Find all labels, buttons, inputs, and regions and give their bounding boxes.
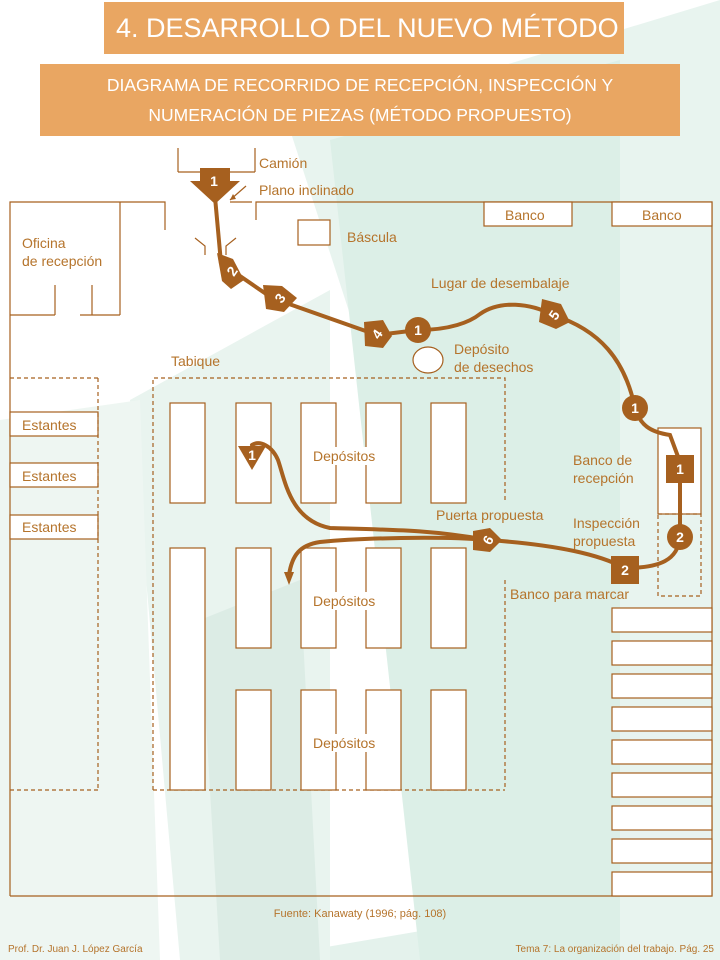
- process-symbols: [190, 168, 694, 584]
- label-deposito-line2: de desechos: [454, 359, 534, 375]
- operation-symbol-right: [622, 395, 648, 421]
- transport-symbol-2: [217, 253, 244, 289]
- label-deposito-line1: Depósito: [454, 341, 510, 357]
- page-title: 4. DESARROLLO DEL NUEVO MÉTODO: [104, 2, 624, 54]
- operation-symbol-1: [405, 317, 431, 343]
- path-end-arrowhead: [284, 572, 294, 585]
- label-lugar-desembalaje: Lugar de desembalaje: [431, 275, 570, 291]
- label-estantes-2: Estantes: [22, 468, 77, 484]
- deposito-desechos-shape: [412, 346, 444, 374]
- label-banco-1: Banco: [505, 207, 545, 223]
- symbol-number-circ2: 2: [676, 529, 684, 545]
- label-bascula: Báscula: [347, 229, 397, 245]
- symbol-number-op-right: 1: [631, 400, 639, 416]
- plano-arrowhead: [230, 194, 236, 200]
- source-citation: Fuente: Kanawaty (1996; pág. 108): [273, 908, 447, 920]
- label-banco-marcar: Banco para marcar: [510, 586, 630, 602]
- label-depositos-1: Depósitos: [311, 447, 378, 465]
- diagram-title: DIAGRAMA DE RECORRIDO DE RECEPCIÓN, INSP…: [40, 64, 680, 136]
- label-estantes-1: Estantes: [22, 417, 77, 433]
- label-depositos-3: Depósitos: [311, 734, 378, 752]
- footer-page: Tema 7: La organización del trabajo. Pág…: [515, 944, 714, 955]
- label-estantes-3: Estantes: [22, 519, 77, 535]
- symbol-number-sq1: 1: [676, 461, 684, 477]
- shelves-estantes: [9, 411, 99, 540]
- transport-symbol-3: [263, 285, 297, 312]
- symbol-number-sq2: 2: [621, 562, 629, 578]
- label-camion: Camión: [259, 155, 308, 171]
- label-banco-recepcion-line1: Banco de: [573, 452, 633, 468]
- symbol-number-storage: 1: [248, 447, 256, 463]
- diagram-title-line-1: DIAGRAMA DE RECORRIDO DE RECEPCIÓN, INSP…: [106, 75, 614, 95]
- start-transport-symbol: [190, 168, 240, 204]
- symbol-number-start: 1: [210, 173, 218, 189]
- oficina-room: [10, 202, 121, 316]
- storage-symbol: [238, 446, 266, 470]
- banco-top-boxes: [483, 201, 713, 227]
- label-inspeccion-line1: Inspección: [573, 515, 640, 531]
- transport-symbol-6: [473, 528, 502, 552]
- operation-circle-2: [667, 524, 693, 550]
- storage-racks: [169, 402, 467, 791]
- inspection-square-1: [666, 455, 694, 483]
- symbol-number-op1: 1: [414, 322, 422, 338]
- transport-symbol-4: [364, 320, 392, 348]
- label-puerta-propuesta: Puerta propuesta: [436, 507, 544, 523]
- diagram-title-line-2: NUMERACIÓN DE PIEZAS (MÉTODO PROPUESTO): [148, 105, 572, 125]
- label-inspeccion-line2: propuesta: [573, 533, 636, 549]
- label-banco-2: Banco: [642, 207, 682, 223]
- transport-symbol-5: [539, 299, 570, 329]
- label-oficina-line1: Oficina: [22, 235, 66, 251]
- label-banco-recepcion-line2: recepción: [573, 470, 634, 486]
- footer-author: Prof. Dr. Juan J. López García: [8, 944, 143, 955]
- label-tabique: Tabique: [171, 353, 221, 369]
- bascula-shape: [297, 219, 331, 246]
- label-oficina-line2: de recepción: [22, 253, 103, 269]
- right-benches: [611, 607, 713, 897]
- label-depositos-2: Depósitos: [311, 592, 378, 610]
- label-plano-inclinado: Plano inclinado: [259, 182, 354, 198]
- inspection-square-2: [611, 556, 639, 584]
